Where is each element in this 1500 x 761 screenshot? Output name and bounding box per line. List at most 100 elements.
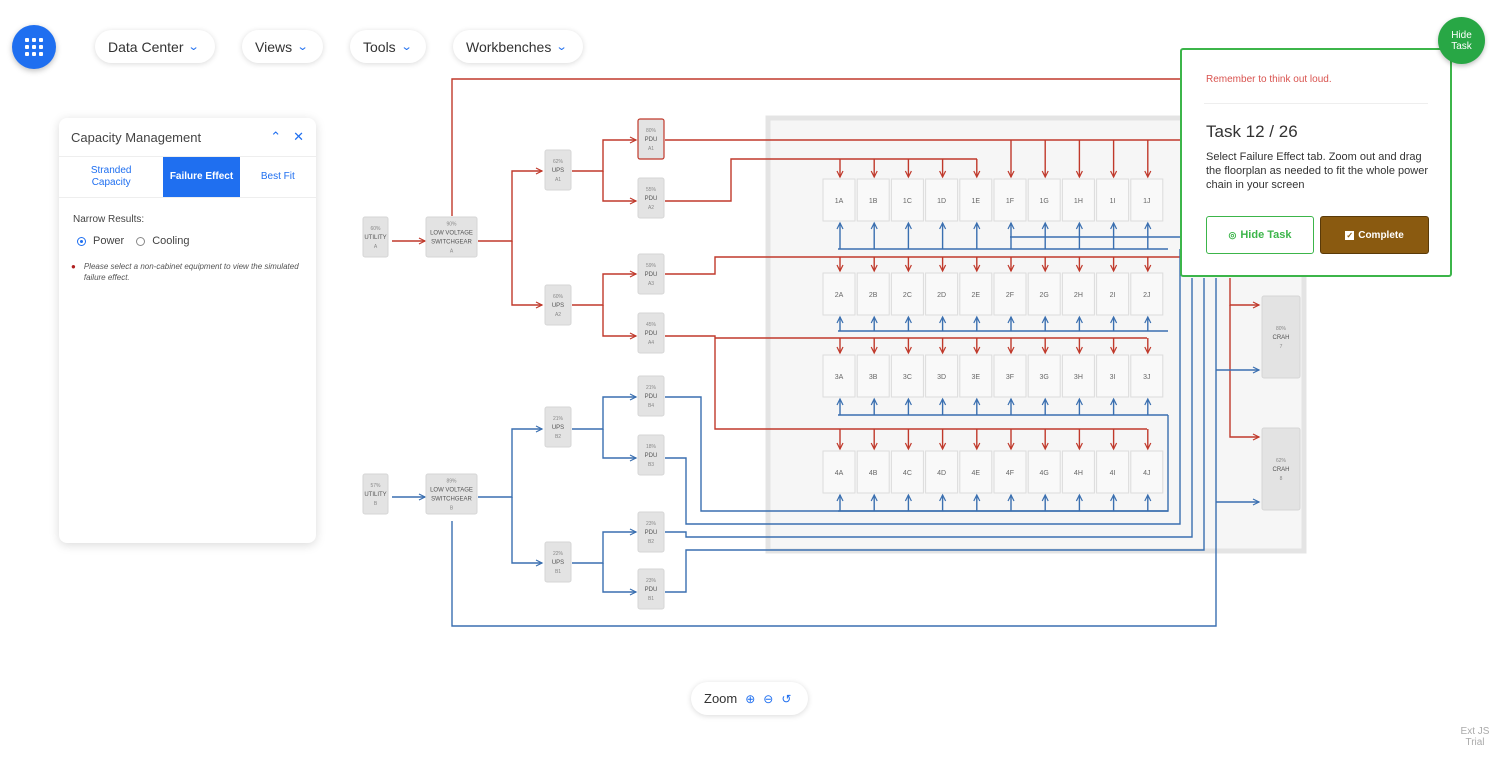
node-label: 62% — [1276, 458, 1287, 464]
rack-2e[interactable]: 2E — [959, 272, 993, 316]
rack-2b[interactable]: 2B — [856, 272, 890, 316]
arrow-icon — [870, 221, 878, 230]
arrow-icon — [973, 442, 981, 451]
rack-3f[interactable]: 3F — [993, 354, 1027, 398]
tab-stranded-capacity[interactable]: Stranded Capacity — [90, 165, 132, 188]
rack-3a[interactable]: 3A — [822, 354, 856, 398]
rack-4j[interactable]: 4J — [1130, 450, 1164, 494]
rack-2j[interactable]: 2J — [1130, 272, 1164, 316]
rack-1d[interactable]: 1D — [925, 178, 959, 222]
radio-icon[interactable] — [136, 236, 146, 246]
menu-views[interactable]: Views⌄ — [242, 30, 323, 63]
zoom-out-icon[interactable]: ⊖ — [763, 691, 774, 706]
node-label: SWITCHGEAR — [431, 240, 472, 246]
rack-1a[interactable]: 1A — [822, 178, 856, 222]
rack-3b[interactable]: 3B — [856, 354, 890, 398]
rack-1b[interactable]: 1B — [856, 178, 890, 222]
rack-4f[interactable]: 4F — [993, 450, 1027, 494]
rack-1g[interactable]: 1G — [1027, 178, 1061, 222]
power-wire — [665, 158, 977, 202]
rack-1i[interactable]: 1I — [1096, 178, 1130, 222]
collapse-icon[interactable]: ⌃ — [270, 129, 282, 144]
rack-2d[interactable]: 2D — [925, 272, 959, 316]
node-label: LOW VOLTAGE — [430, 488, 473, 494]
rack-4a[interactable]: 4A — [822, 450, 856, 494]
option-cooling[interactable]: Cooling — [136, 235, 190, 247]
rack-4i[interactable]: 4I — [1096, 450, 1130, 494]
zoom-in-icon[interactable]: ⊕ — [745, 691, 756, 706]
rack-3i[interactable]: 3I — [1096, 354, 1130, 398]
menu-data-center[interactable]: Data Center⌄ — [95, 30, 215, 63]
rack-2g[interactable]: 2G — [1027, 272, 1061, 316]
note-text: Please select a non-cabinet equipment to… — [83, 262, 299, 282]
rack-3g[interactable]: 3G — [1027, 354, 1061, 398]
arrow-icon — [1007, 315, 1015, 324]
capacity-management-panel: Capacity Management ⌃ ✕ Stranded Capacit… — [59, 118, 316, 543]
radio-selected-icon[interactable] — [77, 236, 86, 246]
rack-label: 4E — [972, 470, 981, 477]
menu-tools[interactable]: Tools⌄ — [350, 30, 426, 63]
rack-2h[interactable]: 2H — [1061, 272, 1095, 316]
rack-1e[interactable]: 1E — [959, 178, 993, 222]
rack-4h[interactable]: 4H — [1061, 450, 1095, 494]
rack-2i[interactable]: 2I — [1096, 272, 1130, 316]
rack-1f[interactable]: 1F — [993, 178, 1027, 222]
rack-4e[interactable]: 4E — [959, 450, 993, 494]
tab-best-fit[interactable]: Best Fit — [260, 171, 295, 182]
close-icon[interactable]: ✕ — [293, 129, 304, 144]
app-launcher-button[interactable] — [12, 25, 56, 69]
node-label: A4 — [648, 340, 654, 346]
arrow-icon — [1252, 433, 1261, 441]
rack-3j[interactable]: 3J — [1130, 354, 1164, 398]
rack-4c[interactable]: 4C — [890, 450, 924, 494]
rack-3h[interactable]: 3H — [1061, 354, 1095, 398]
hide-task-circle-button[interactable]: Hide Task — [1438, 17, 1485, 64]
rack-4d[interactable]: 4D — [925, 450, 959, 494]
node-label: UPS — [552, 168, 564, 174]
menu-workbenches[interactable]: Workbenches⌄ — [453, 30, 583, 63]
menu-label: Tools — [363, 38, 396, 55]
rack-3c[interactable]: 3C — [890, 354, 924, 398]
rack-4b[interactable]: 4B — [856, 450, 890, 494]
node-label: PDU — [645, 453, 658, 459]
rack-3d[interactable]: 3D — [925, 354, 959, 398]
rack-3e[interactable]: 3E — [959, 354, 993, 398]
zoom-reset-icon[interactable]: ↺ — [781, 691, 792, 706]
tab-failure-effect[interactable]: Failure Effect — [163, 157, 240, 197]
complete-button[interactable]: ✓ Complete — [1320, 216, 1429, 254]
rack-2f[interactable]: 2F — [993, 272, 1027, 316]
node-label: SWITCHGEAR — [431, 497, 472, 503]
hide-task-button[interactable]: ◎ Hide Task — [1206, 216, 1314, 254]
rack-2a[interactable]: 2A — [822, 272, 856, 316]
arrow-icon — [1075, 315, 1083, 324]
rack-1h[interactable]: 1H — [1061, 178, 1095, 222]
arrow-icon — [939, 397, 947, 406]
rack-4g[interactable]: 4G — [1027, 450, 1061, 494]
rack-1c[interactable]: 1C — [890, 178, 924, 222]
power-wire — [602, 171, 636, 202]
rack-1j[interactable]: 1J — [1130, 178, 1164, 222]
option-power[interactable]: Power — [77, 235, 124, 247]
rack-2c[interactable]: 2C — [890, 272, 924, 316]
arrow-icon — [535, 559, 544, 567]
rack-label: 1J — [1143, 198, 1150, 205]
